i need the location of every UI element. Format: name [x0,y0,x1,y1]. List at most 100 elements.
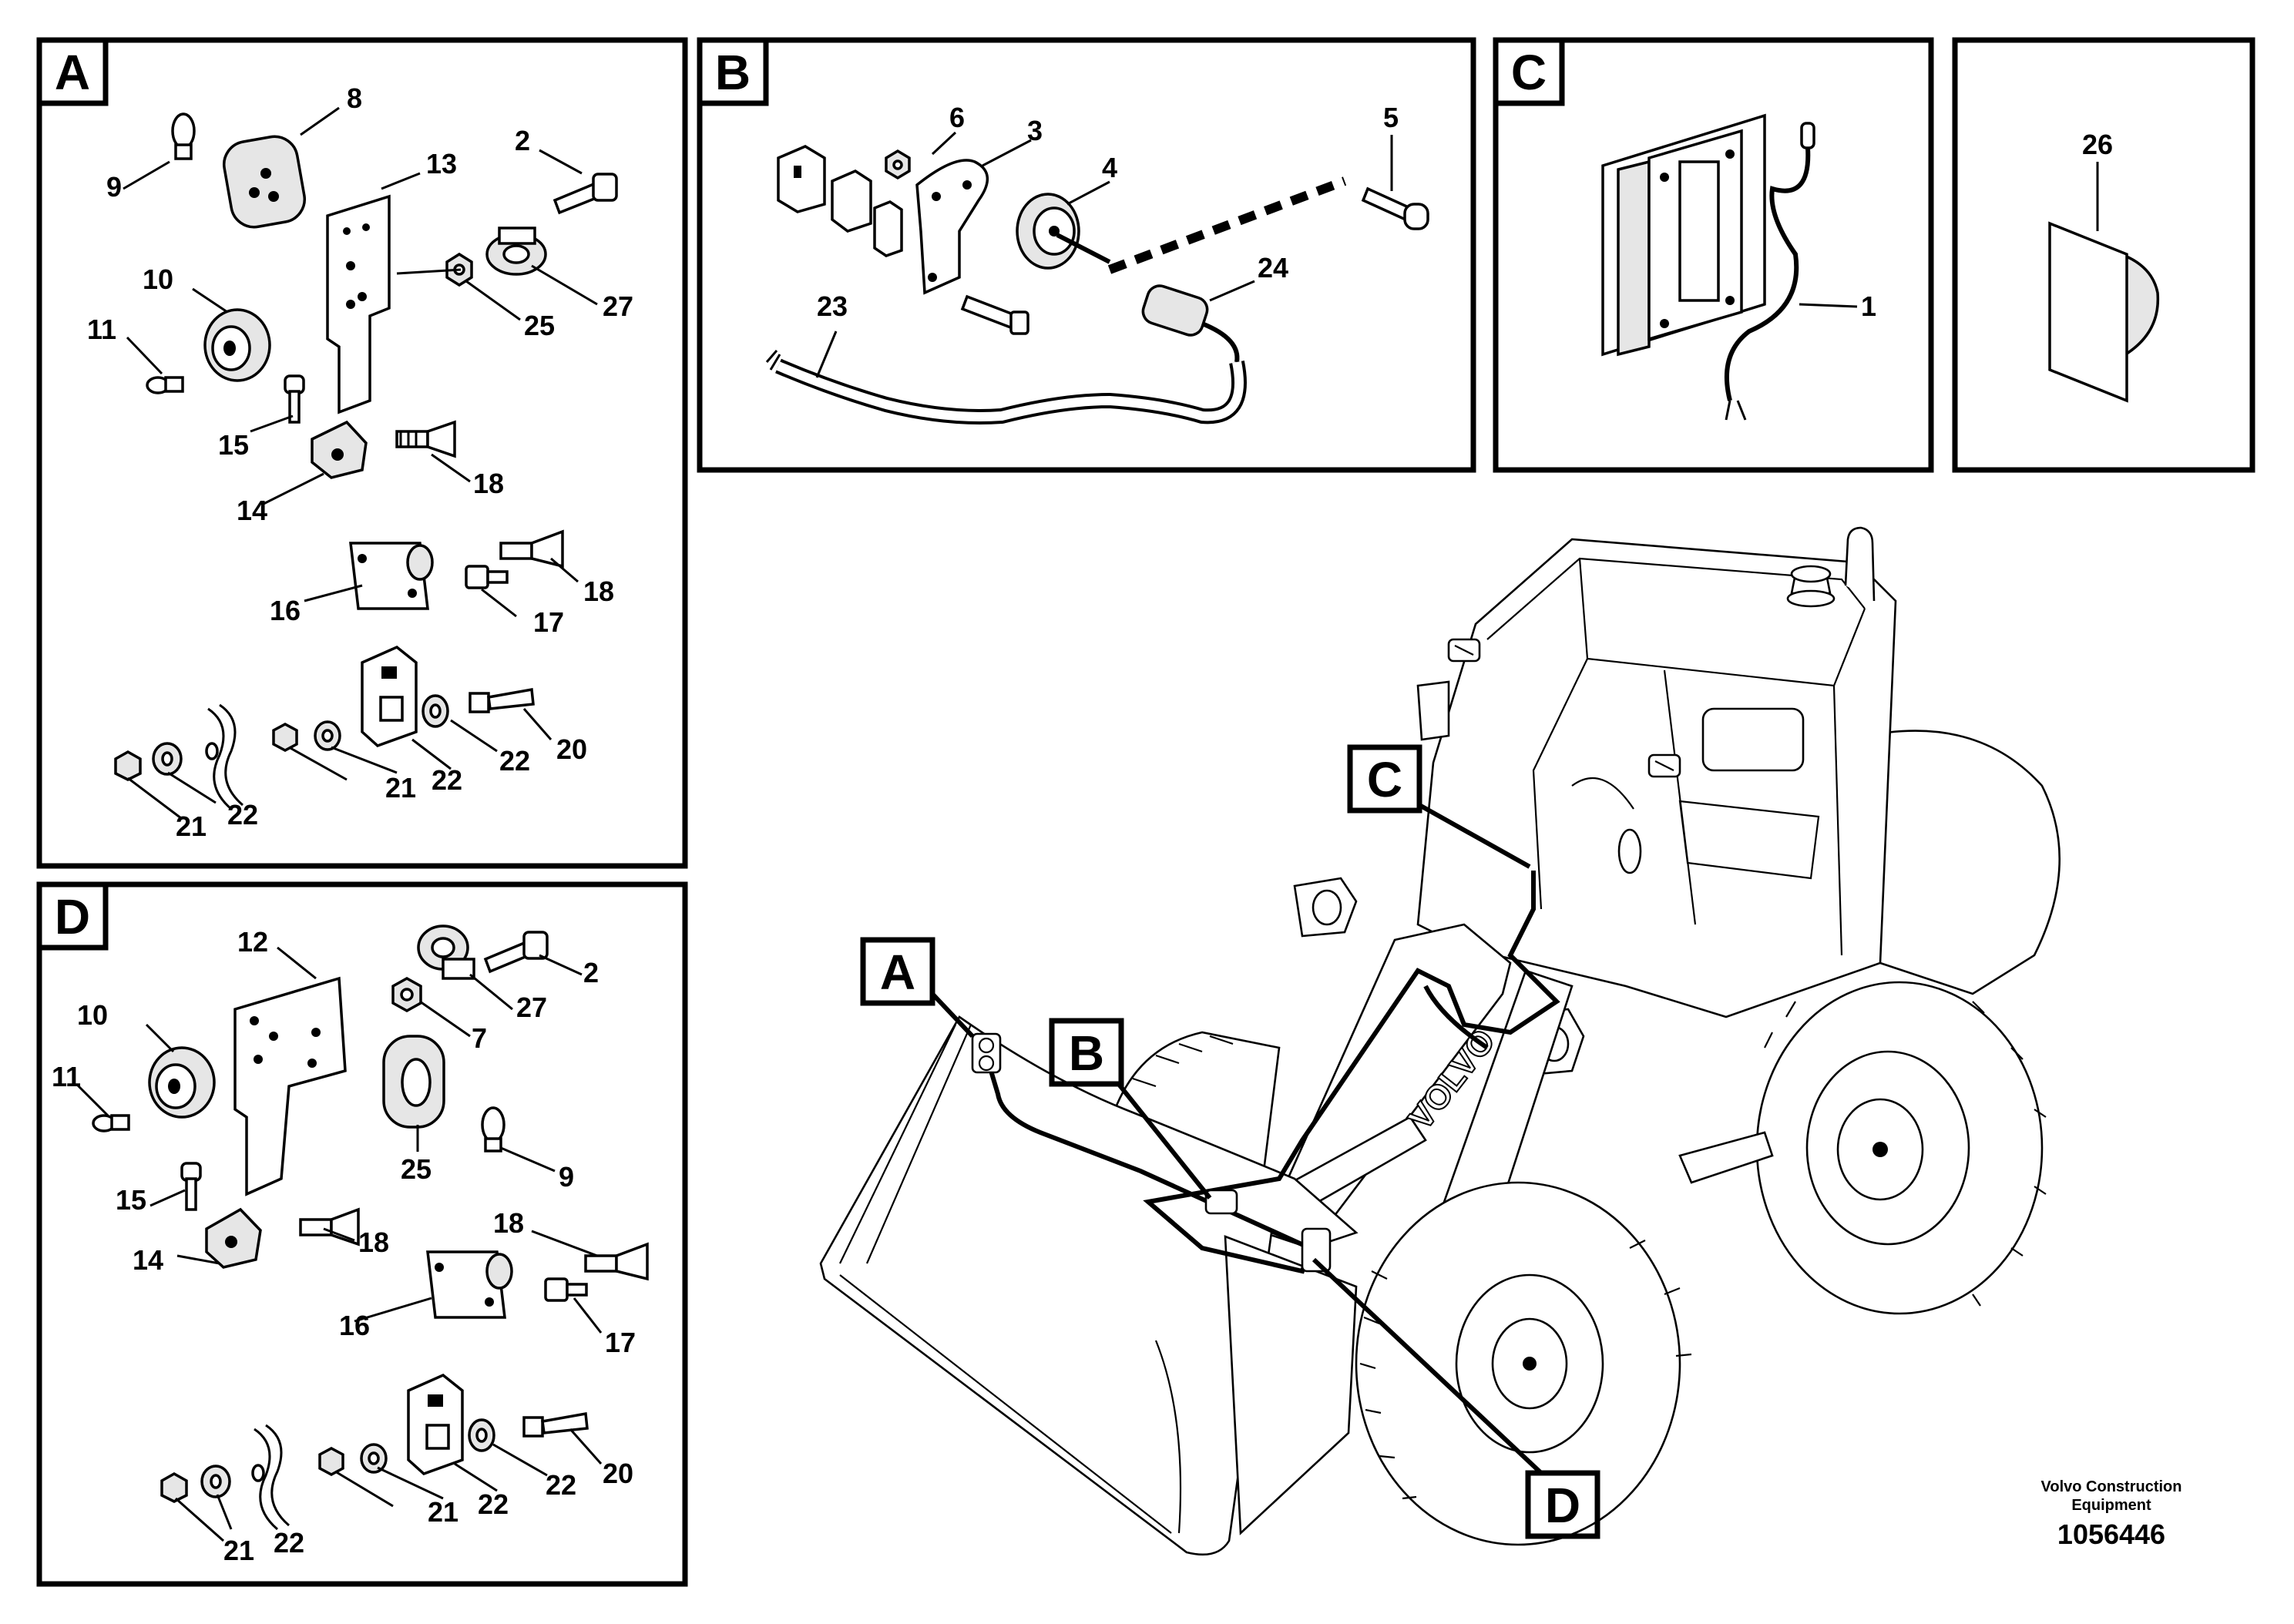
part-number: 21 [385,772,416,804]
nut-icon [885,149,911,180]
bulb-icon [146,376,184,394]
screw-icon [1361,186,1429,230]
horn-icon [1016,193,1111,270]
part-number: 25 [524,310,555,341]
part-number: 10 [77,999,108,1031]
lamp-holder-icon [205,1207,262,1269]
panel-c-frame [1493,37,1934,473]
clamp-icon [485,226,547,276]
part-number: 22 [274,1527,304,1559]
part-number: 6 [949,102,965,133]
part-number: 26 [2082,129,2113,160]
washer-icon [314,720,341,751]
connector-icon [777,145,903,257]
bracket-icon [326,194,391,414]
part-number: 21 [176,810,207,842]
washer-icon [468,1418,495,1452]
part-number: 22 [227,799,258,830]
bolt-icon [544,1277,588,1302]
panel-wall-break-icon [207,707,232,810]
engine-hood [1848,730,2061,995]
part-number: 22 [478,1488,509,1520]
marker-lamp-icon [971,1032,1002,1074]
lamp-lens-icon [382,1035,445,1129]
part-number: 15 [218,429,249,461]
wing-screw-icon [499,529,564,569]
callout-b: B [1049,1018,1212,1200]
part-number: 21 [428,1496,458,1528]
part-number: 18 [358,1226,389,1258]
panel-a-label: A [55,45,90,100]
callout-a: A [860,937,975,1038]
part-number: 3 [1027,115,1043,146]
wheel-loader-illustration: VOLVO [819,526,2061,1556]
document-number: 1056446 [2057,1518,2166,1550]
part-number: 18 [583,575,614,607]
part-number: 25 [401,1153,432,1185]
part-number: 17 [605,1327,636,1358]
footer-line2: Equipment [2071,1497,2151,1514]
front-light-icon [1293,877,1358,938]
part-number: 5 [1383,102,1399,133]
part-number: 20 [603,1458,633,1489]
part-number: 11 [52,1061,81,1092]
panel-b: B [697,37,1476,473]
cable-icon [1724,122,1815,421]
part-number: 15 [116,1184,146,1216]
mirror-icon [1416,680,1450,741]
footer-line1: Volvo Construction [2040,1478,2182,1495]
plate-icon [426,1250,513,1319]
wing-screw-icon [299,1207,360,1247]
panel-d: D [36,881,688,1587]
part-number: 9 [559,1161,574,1193]
part-number: 22 [432,764,462,796]
panel-c: C 1 [1493,37,1934,473]
nut-icon [318,1447,344,1476]
footer-publisher: Volvo Construction Equipment [2003,1478,2219,1515]
bolt-icon [553,173,618,215]
callout-label: B [1069,1025,1104,1081]
seat-back [1701,707,1805,772]
horn-icon [1204,1189,1238,1215]
beacon-icon [1786,565,1836,608]
front-wheel-right [1355,1181,1692,1546]
bolt-icon [465,565,509,589]
work-light-icon [1647,753,1681,778]
bracket-icon [361,645,418,748]
part-number: 1 [1861,290,1876,322]
washer-icon [200,1465,231,1498]
bolt-icon [284,374,305,424]
panel-a-frame [36,37,688,869]
lamp-holder-icon [311,420,368,479]
panel-a-label-box [36,37,109,106]
washer-icon [360,1443,388,1474]
part-number: 2 [515,125,530,156]
marker-lamp-icon [1301,1227,1332,1273]
part-number: 10 [143,263,173,295]
callout-label: D [1545,1478,1580,1533]
part-number: 12 [237,926,268,958]
part-number: 17 [533,606,564,638]
part-number: 7 [472,1022,487,1054]
clamp-icon [417,924,475,980]
bracket-icon [407,1373,464,1476]
panel-d-frame [36,881,688,1587]
callout-c: C [1347,744,1531,869]
part-number: 2 [583,957,599,988]
bulb-icon [171,112,196,160]
bulb-icon [92,1114,130,1132]
part-number: 14 [133,1244,163,1276]
nut-icon [160,1471,188,1503]
bolt-icon [522,1411,589,1438]
part-number: 13 [426,148,457,180]
washer-icon [422,694,449,728]
socket-icon [203,308,271,382]
part-number: 27 [516,992,547,1023]
wing-screw-icon [395,420,456,458]
part-number: 21 [223,1535,254,1566]
part-number: 16 [270,595,301,626]
connector-icon [1141,284,1240,363]
part-number: 16 [339,1310,370,1341]
part-number: 8 [347,82,362,114]
panel-cover-frame [1952,37,2255,473]
